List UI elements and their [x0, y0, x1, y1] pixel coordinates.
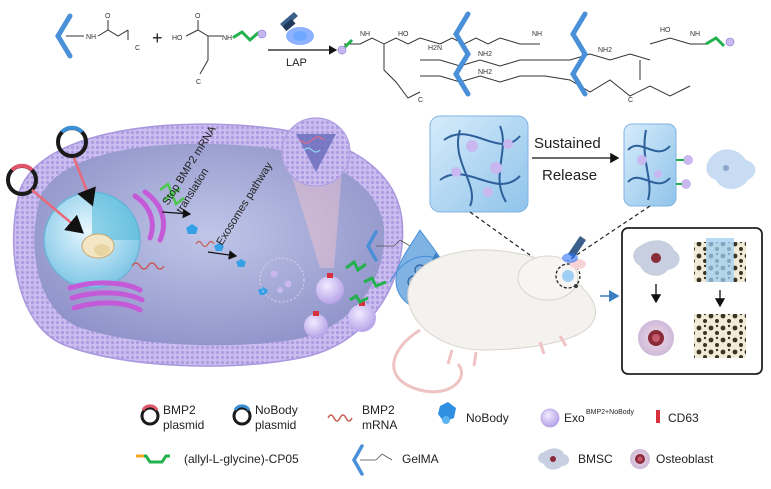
release-label-2: Release: [542, 167, 597, 184]
product-atom-c-b: C: [418, 97, 423, 104]
catalyst-label: LAP: [286, 57, 307, 69]
legend-osteoblast-text: Osteoblast: [656, 452, 714, 466]
release-label-1: Sustained: [534, 135, 601, 152]
differentiation-panel: [621, 227, 763, 375]
legend-exo-text: Exo: [564, 411, 585, 425]
crosslinked-product: [344, 37, 706, 99]
legend-cd63: CD63: [656, 410, 699, 425]
legend-bmsc: BMSC: [538, 448, 613, 470]
product-atom-nh-a: NH: [360, 31, 370, 38]
translation-arrow: [161, 208, 192, 219]
product-atom-c-a: C: [628, 97, 633, 104]
product-atom-nh2-b: NH2: [478, 69, 492, 76]
legend-bmsc-text: BMSC: [578, 452, 613, 466]
legend: BMP2 plasmid NoBody plasmid BMP2 mRNA No…: [136, 402, 714, 476]
legend-gelma: GelMA: [351, 444, 439, 476]
plus-sign: +: [152, 28, 163, 48]
bmp2-mrna-strand: [131, 262, 165, 270]
atom-nh-1: NH: [86, 34, 96, 41]
product-atom-nh-c: NH: [690, 31, 700, 38]
atom-o-2: O: [195, 13, 201, 20]
legend-exo-superscript: BMP2+NoBody: [586, 409, 635, 416]
legend-bmp2-mrna-2: mRNA: [362, 418, 397, 432]
droplet-arrow: [389, 252, 442, 283]
legend-nobody-text: NoBody: [466, 411, 509, 425]
target-bmsc-cell: [706, 149, 756, 189]
product-peptide-left: [342, 38, 354, 50]
legend-bmp2-mrna: BMP2 mRNA: [327, 403, 397, 432]
product-atom-nh2-c: NH2: [598, 47, 612, 54]
atom-o-1: O: [105, 13, 111, 20]
dashed-guide-right: [565, 205, 651, 263]
regenerated-bone: [694, 314, 746, 358]
bmp2-plasmid-incoming: [6, 163, 84, 234]
endoplasmic-reticulum: [67, 189, 166, 313]
legend-exo: Exo BMP2+NoBody: [540, 408, 635, 428]
released-exo-2: [681, 179, 691, 189]
green-strands: [159, 182, 185, 206]
legend-bmp2-plasmid: BMP2 plasmid: [140, 403, 204, 432]
peptide-symbol-mid: [363, 275, 387, 288]
product-atom-ho-a: HO: [398, 31, 409, 38]
gelma-symbol-mid: [365, 230, 411, 262]
nobody-proteins-in-cell: [186, 224, 268, 295]
bmp2-mrna-strand-2: [195, 240, 215, 248]
legend-nobody-plasmid: NoBody plasmid: [232, 403, 298, 432]
legend-bmp2-plasmid-1: BMP2: [163, 403, 196, 417]
legend-peptide: (allyl-L-glycine)-CP05: [136, 452, 299, 466]
atom-c-1: C: [135, 45, 140, 52]
rat-model: [392, 236, 596, 394]
hydrogel-cube-left: [429, 115, 529, 213]
legend-nobody-plasmid-2: plasmid: [255, 418, 296, 432]
implant-site: [555, 263, 581, 289]
peptide-reagent: HO O NH C: [172, 13, 267, 86]
product-gelma-chains: [453, 11, 588, 97]
product-atom-nh-b: NH: [532, 31, 542, 38]
nobody-plasmid-incoming: [56, 125, 96, 207]
product-atom-h2n-a: H2N: [428, 45, 442, 52]
multivesicular-body: [259, 257, 305, 303]
exosome-pathway-arrow: [207, 250, 238, 260]
legend-nobody-plasmid-1: NoBody: [255, 403, 298, 417]
atom-c-2: C: [196, 79, 201, 86]
product-peptide-right: [705, 36, 726, 48]
nucleus: [43, 191, 141, 289]
legend-cd63-text: CD63: [668, 411, 699, 425]
atom-ho: HO: [172, 35, 183, 42]
legend-bmp2-plasmid-2: plasmid: [163, 418, 204, 432]
legend-osteoblast: Osteoblast: [630, 449, 714, 469]
gelma-reagent: NH O C: [55, 13, 140, 59]
legend-peptide-text: (allyl-L-glycine)-CP05: [184, 452, 299, 466]
product-atom-ho-b: HO: [660, 27, 671, 34]
released-exosomes: [304, 259, 376, 338]
reaction-scheme: NH O C + HO O NH C LAP: [55, 11, 735, 104]
product-atom-nh2-a: NH2: [478, 51, 492, 58]
rat-light-source: [562, 236, 586, 263]
legend-gelma-text: GelMA: [402, 452, 439, 466]
product-exo-left: [337, 45, 347, 55]
released-exo-1: [683, 155, 693, 165]
intralumenal-vesicles: [270, 270, 292, 293]
hydrogel-cube-right: [623, 123, 693, 207]
legend-nobody: NoBody: [438, 402, 509, 425]
rat-tail: [392, 328, 463, 394]
legend-bmp2-mrna-1: BMP2: [362, 403, 395, 417]
exosome-zoom: [281, 117, 351, 268]
atom-nh-2: NH: [222, 35, 232, 42]
light-source: [280, 12, 314, 45]
product-exo-right: [725, 37, 735, 47]
